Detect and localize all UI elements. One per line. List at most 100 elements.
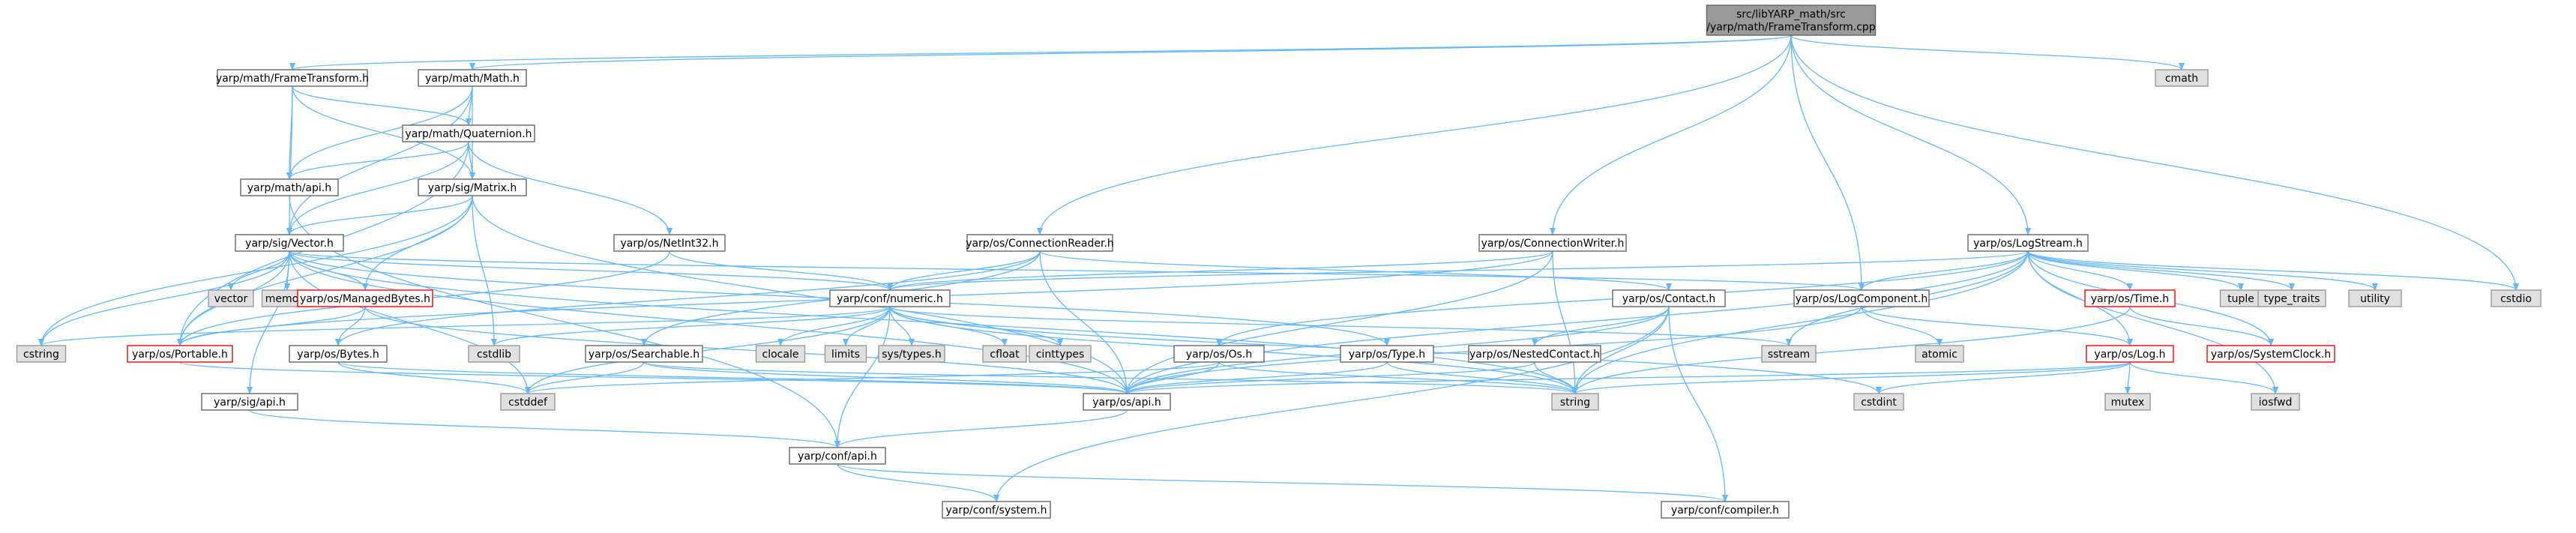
node-conf-system-h[interactable]: yarp/conf/system.h [942,501,1051,519]
node-box [789,447,886,465]
node-box [208,289,254,307]
node-contact-h[interactable]: yarp/os/Contact.h [1612,289,1726,307]
node-box [1967,234,2089,252]
edge-searchable_h-to-cstddef [525,361,645,394]
node-box [878,345,945,363]
edge-conf_api_h-to-conf_system_h [837,463,999,502]
edge-bytes_h-to-os_api_h [337,361,1130,394]
node-box [468,345,520,363]
node-conf-api-h[interactable]: yarp/conf/api.h [789,447,886,465]
edge-root-to-math_h [469,34,1792,70]
node-logstream-h[interactable]: yarp/os/LogStream.h [1967,234,2089,252]
node-cstdlib: cstdlib [468,345,520,363]
node-vector: vector [208,289,254,307]
edge-vector_h-to-vector [228,250,290,291]
edge-root-to-connectionreader_h [1037,34,1792,235]
edge-numeric_h-to-cstddef [525,306,891,394]
node-numeric-h[interactable]: yarp/conf/numeric.h [829,289,951,307]
edge-contact_h-to-conf_compiler_h [1668,306,1728,502]
node-managedbytes-h[interactable]: yarp/os/ManagedBytes.h [297,289,433,307]
edge-time_h-to-string [1572,306,2131,394]
node-label: yarp/os/ConnectionWriter.h [1481,238,1625,250]
node-label: yarp/os/ManagedBytes.h [300,293,430,305]
edge-root-to-connectionwriter_h [1550,34,1792,235]
edge-matrix_h-to-os_api_h [472,195,1130,394]
node-box [418,178,527,196]
node-box [982,345,1027,363]
node-math-h[interactable]: yarp/math/Math.h [418,69,527,87]
node-label: yarp/math/api.h [247,182,331,194]
edge-vector_h-to-cstring [38,250,290,346]
node-vector-h[interactable]: yarp/sig/Vector.h [235,234,344,252]
node-systemclock-h[interactable]: yarp/os/SystemClock.h [2206,345,2335,363]
node-logcomponent-h[interactable]: yarp/os/LogComponent.h [1793,289,1930,307]
node-connectionreader-h[interactable]: yarp/os/ConnectionReader.h [966,234,1114,252]
edge-os_h-to-cstddef [525,361,1220,394]
node-sig-api-h[interactable]: yarp/sig/api.h [201,393,298,411]
edge-logstream_h-to-string [1572,250,2029,394]
node-box [235,234,344,252]
node-portable-h[interactable]: yarp/os/Portable.h [127,345,233,363]
edge-os_api_h-to-conf_api_h [834,409,1128,448]
node-box [1468,345,1601,363]
node-box [942,501,1051,519]
node-box [2206,345,2335,363]
node-box [402,124,535,142]
node-label: cmath [2165,73,2198,85]
node-math-api-h[interactable]: yarp/math/api.h [240,178,339,196]
node-connectionwriter-h[interactable]: yarp/os/ConnectionWriter.h [1478,234,1627,252]
node-type-h[interactable]: yarp/os/Type.h [1340,345,1434,363]
node-os-h[interactable]: yarp/os/Os.h [1173,345,1265,363]
node-cmath: cmath [2155,69,2209,87]
edge-numeric_h-to-sys_types_h [889,306,915,346]
node-matrix-h[interactable]: yarp/sig/Matrix.h [418,178,527,196]
edge-quaternion_h-to-vector_h [286,141,469,235]
node-cinttypes: cinttypes [1029,345,1092,363]
node-log-h[interactable]: yarp/os/Log.h [2086,345,2174,363]
node-label: yarp/os/LogComponent.h [1796,293,1928,305]
node-box [829,289,951,307]
node-quaternion-h[interactable]: yarp/math/Quaternion.h [402,124,535,142]
node-type-traits: type_traits [2257,289,2326,307]
edge-vector_h-to-numeric_h [289,250,893,291]
node-box [2104,393,2151,411]
node-frametransform-h[interactable]: yarp/math/FrameTransform.h [216,69,369,87]
node-box [2257,289,2326,307]
node-box [127,345,233,363]
node-label: iosfwd [2259,397,2293,409]
node-label: yarp/os/Type.h [1349,349,1425,361]
node-conf-compiler-h[interactable]: yarp/conf/compiler.h [1661,501,1790,519]
edge-searchable_h-to-string [643,361,1578,394]
node-root[interactable]: src/libYARP_math/src/yarp/math/FrameTran… [1706,4,1877,36]
node-label: atomic [1922,349,1957,361]
node-box [2084,289,2176,307]
edge-quaternion_h-to-netint32_h [468,141,672,235]
node-cstdint: cstdint [1853,393,1904,411]
node-box [755,345,806,363]
edge-numeric_h-to-cstdlib [491,306,891,346]
node-time-h[interactable]: yarp/os/Time.h [2084,289,2176,307]
edge-vector_h-to-managedbytes_h [289,250,368,291]
edge-time_h-to-systemclock_h [2129,306,2274,346]
node-label: string [1560,397,1590,409]
node-label: cstring [23,349,59,361]
edge-logstream_h-to-tuple [2027,250,2244,291]
node-netint32-h[interactable]: yarp/os/NetInt32.h [613,234,726,252]
node-os-api-h[interactable]: yarp/os/api.h [1083,393,1171,411]
node-searchable-h[interactable]: yarp/os/Searchable.h [585,345,703,363]
node-nestedcontact-h[interactable]: yarp/os/NestedContact.h [1468,345,1601,363]
edge-numeric_h-to-clocale [777,306,891,346]
node-box [1793,289,1930,307]
node-bytes-h[interactable]: yarp/os/Bytes.h [289,345,388,363]
node-label: cstdio [2500,293,2532,305]
node-label: yarp/os/ConnectionReader.h [966,238,1114,250]
node-label: sstream [1768,349,1810,361]
edge-logcomponent_h-to-atomic [1861,306,1942,346]
edge-logstream_h-to-numeric_h [887,250,2029,291]
node-label: yarp/os/SystemClock.h [2211,349,2331,361]
node-box [201,393,298,411]
node-box [1083,393,1171,411]
node-label: src/libYARP_math/src [1736,9,1846,21]
node-box [2155,69,2209,87]
